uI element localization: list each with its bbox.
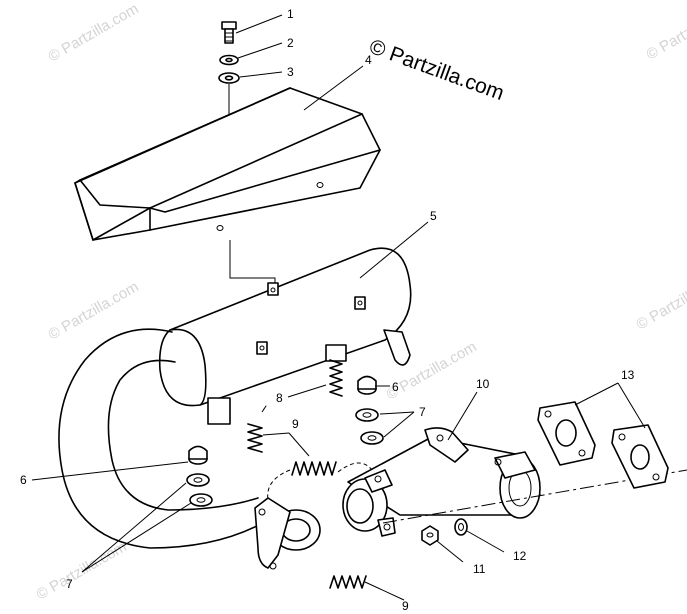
spring-8-part (329, 359, 343, 397)
spring-hook-line-2 (337, 462, 373, 473)
muffler-bracket-3 (256, 341, 268, 355)
muffler-part (158, 247, 412, 425)
callout-11: 11 (473, 562, 486, 576)
spring-9-upper-part (247, 423, 263, 453)
gasket-1-part (537, 401, 596, 466)
exhaust-manifold-part (342, 427, 541, 537)
callout-2: 2 (287, 36, 294, 50)
callout-9-upper: 9 (292, 417, 299, 431)
callout-3: 3 (287, 65, 294, 79)
lock-washer-part (219, 54, 239, 66)
watermark-faint-2: © Partzilla.com (46, 278, 142, 343)
muffler-bracket-1 (267, 282, 279, 296)
leader-lines (31, 14, 646, 601)
grommet-left-part (188, 445, 208, 465)
callout-7-right: 7 (419, 405, 426, 419)
watermark-faint-1: © Partzilla.com (46, 0, 142, 65)
callout-6-right: 6 (392, 380, 399, 394)
callout-13: 13 (621, 368, 635, 382)
watermark-faint-5: © Partzilla.com (644, 0, 687, 63)
washer-right-2-part (360, 431, 384, 445)
washer-right-1-part (355, 408, 379, 422)
callout-10: 10 (476, 377, 490, 391)
callout-4: 4 (365, 53, 372, 67)
callout-8: 8 (276, 391, 283, 405)
muffler-bracket-2 (354, 296, 366, 310)
washer-part (218, 72, 240, 84)
callout-9-lower: 9 (402, 599, 409, 613)
callout-1: 1 (287, 7, 294, 21)
exhaust-pipe-part (58, 328, 321, 570)
watermark-main: © Partzilla.com (366, 35, 507, 105)
washer-left-2-part (189, 493, 213, 507)
watermark-faint-6: © Partzilla.com (634, 268, 687, 333)
callout-5: 5 (430, 209, 437, 223)
grommet-right-part (357, 375, 377, 395)
nut-part (421, 525, 439, 546)
callout-6-left: 6 (20, 473, 27, 487)
bolt-part (221, 21, 237, 44)
watermark-faint-4: © Partzilla.com (34, 538, 130, 603)
callout-7-left: 7 (66, 577, 73, 591)
spring-hook-line (261, 405, 267, 413)
washer-left-1-part (186, 473, 210, 487)
spring-9-middle-part (291, 461, 337, 476)
spring-9-lower-part (329, 575, 367, 589)
gasket-2-part (611, 424, 669, 489)
flat-washer-part (454, 518, 468, 536)
heat-shield-part (74, 87, 381, 241)
callout-12: 12 (513, 549, 527, 563)
spring-hook-line-3 (267, 469, 291, 501)
